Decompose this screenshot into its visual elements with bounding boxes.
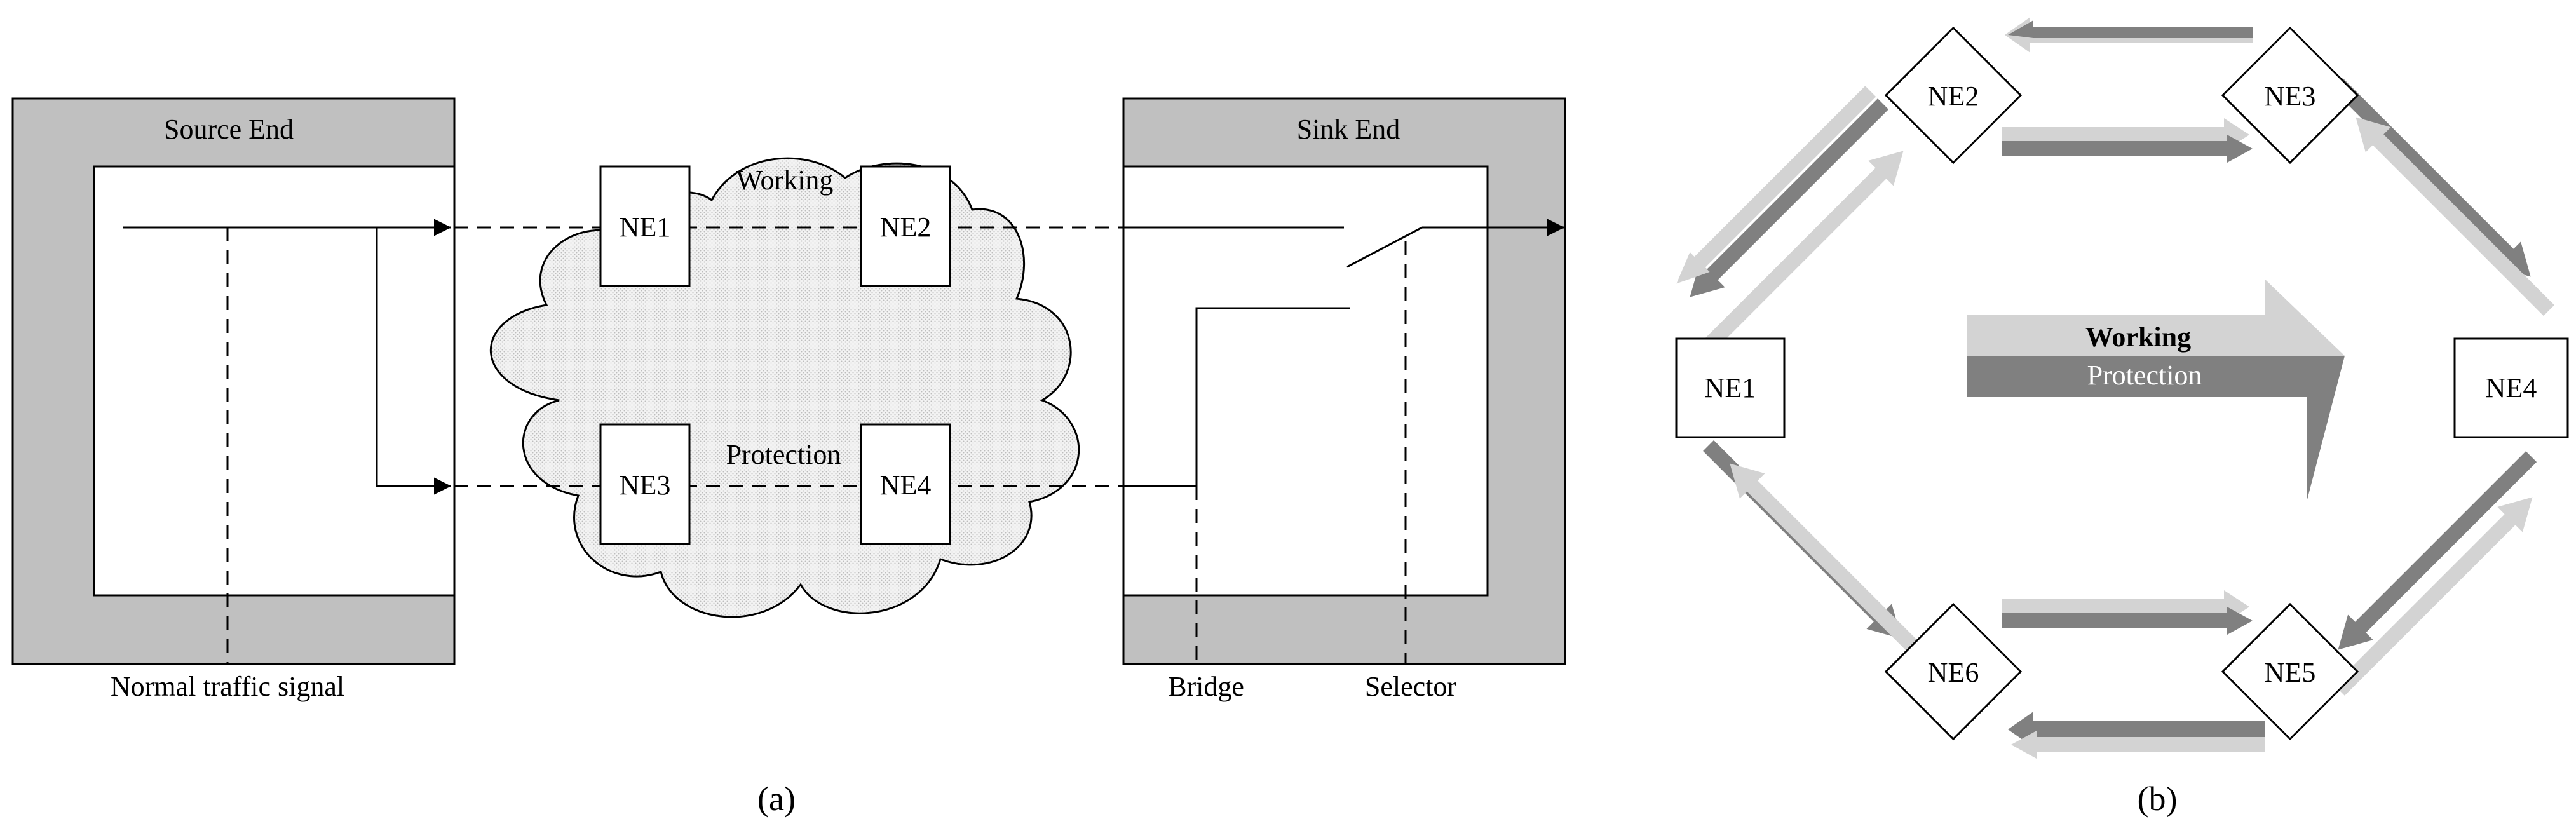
node-ne4-b: NE4 [2453, 337, 2569, 438]
normal-traffic-signal-label: Normal traffic signal [111, 671, 344, 702]
legend-working-label: Working [2085, 322, 2191, 353]
bridge-label: Bridge [1168, 671, 1244, 702]
source-end-label: Source End [164, 114, 294, 145]
svg-text:NE1: NE1 [1705, 372, 1756, 403]
signal-lines [123, 219, 1564, 664]
svg-text:NE2: NE2 [880, 212, 932, 243]
arrow-bottom-inner-dark [2002, 607, 2253, 635]
svg-text:NE1: NE1 [620, 212, 671, 243]
arrow-bottom-outer-dark [2008, 712, 2265, 747]
legend-working-band [1967, 280, 2345, 356]
selector-label: Selector [1365, 671, 1457, 702]
svg-text:NE5: NE5 [2265, 657, 2316, 688]
svg-text:NE3: NE3 [2265, 81, 2316, 112]
node-ne2-a: NE2 [860, 165, 951, 287]
caption-b: (b) [2138, 780, 2178, 818]
node-ne6-b: NE6 [1884, 602, 2023, 741]
node-ne4-a: NE4 [860, 423, 951, 545]
legend-arrow: Working Protection [1967, 280, 2345, 502]
arrow-top-inner-dark [2002, 135, 2253, 163]
sink-end-label: Sink End [1297, 114, 1400, 145]
arrow-top-inner-light [2002, 118, 2249, 151]
source-end-block: Source End [11, 97, 456, 665]
node-ne3-a: NE3 [599, 423, 691, 545]
arrow-top-upper-dark [2008, 20, 2253, 38]
node-ne5-b: NE5 [2221, 602, 2359, 741]
svg-text:NE2: NE2 [1928, 81, 1979, 112]
panel-b: Working Protection NE1 NE4 NE2 NE3 NE6 N… [1675, 17, 2569, 818]
svg-text:NE4: NE4 [880, 470, 932, 501]
arrow-bottom-inner-light [2002, 590, 2249, 623]
working-label: Working [736, 165, 834, 196]
svg-text:NE6: NE6 [1928, 657, 1979, 688]
sink-end-block: Sink End [1122, 97, 1566, 665]
node-ne1-a: NE1 [599, 165, 691, 287]
legend-protection-label: Protection [2087, 360, 2202, 391]
svg-text:NE4: NE4 [2486, 372, 2537, 403]
node-ne3-b: NE3 [2221, 26, 2359, 165]
ring-arrows [1676, 17, 2554, 759]
caption-a: (a) [757, 780, 796, 818]
arrow-bottom-outer-light [2011, 731, 2265, 759]
protection-label: Protection [726, 439, 841, 470]
node-ne1-b: NE1 [1675, 337, 1786, 438]
svg-text:NE3: NE3 [620, 470, 671, 501]
node-ne2-b: NE2 [1884, 26, 2023, 165]
panel-a: Source End Sink End [11, 97, 1566, 818]
legend-protection-band [1967, 356, 2345, 502]
